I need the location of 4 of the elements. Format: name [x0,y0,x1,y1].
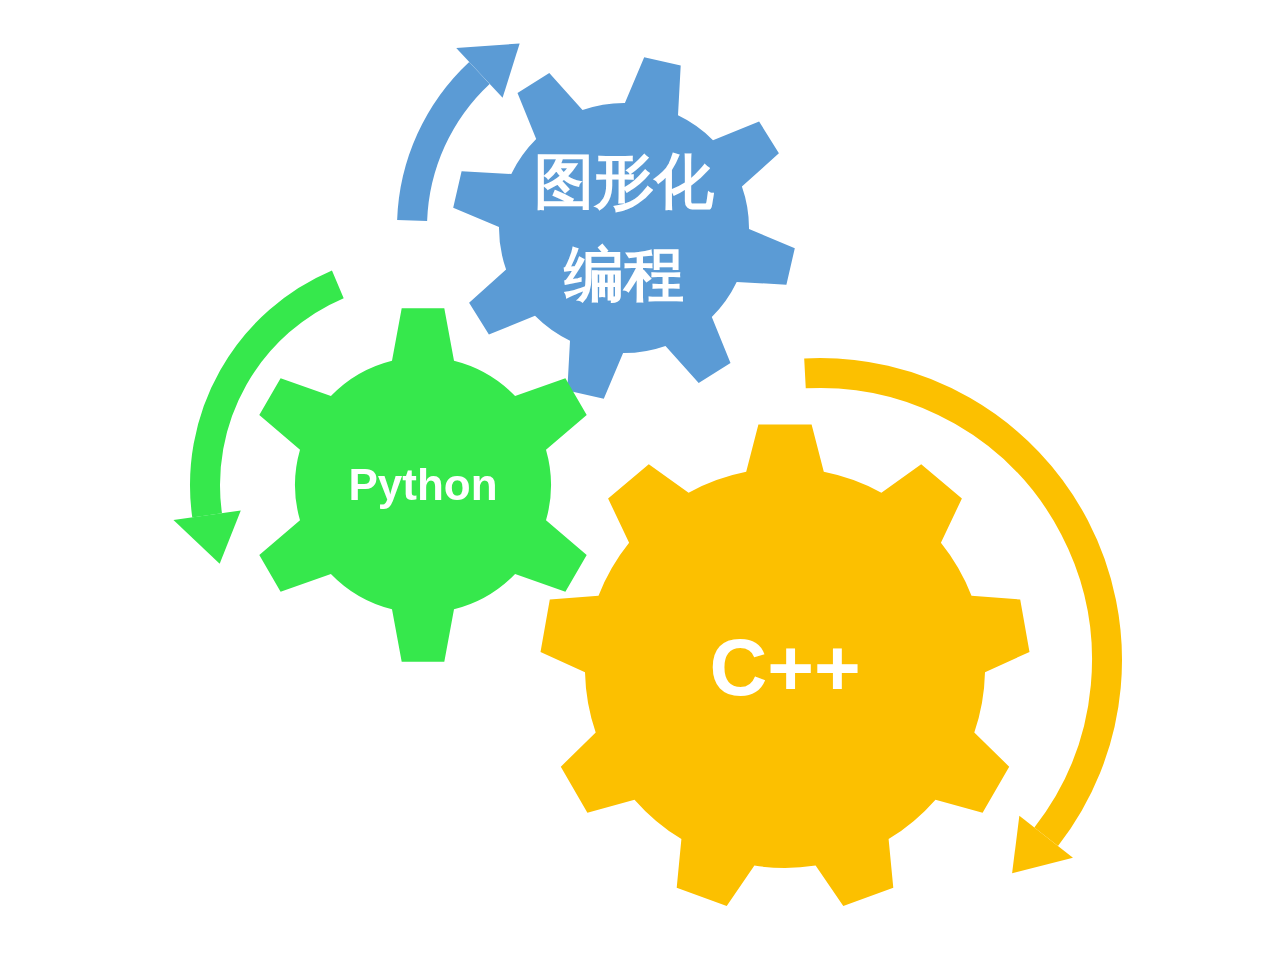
gear [452,56,796,400]
gear-label: Python [348,459,498,511]
gear-label: C++ [709,622,861,714]
gear-label: 图形化编程 [533,147,715,310]
